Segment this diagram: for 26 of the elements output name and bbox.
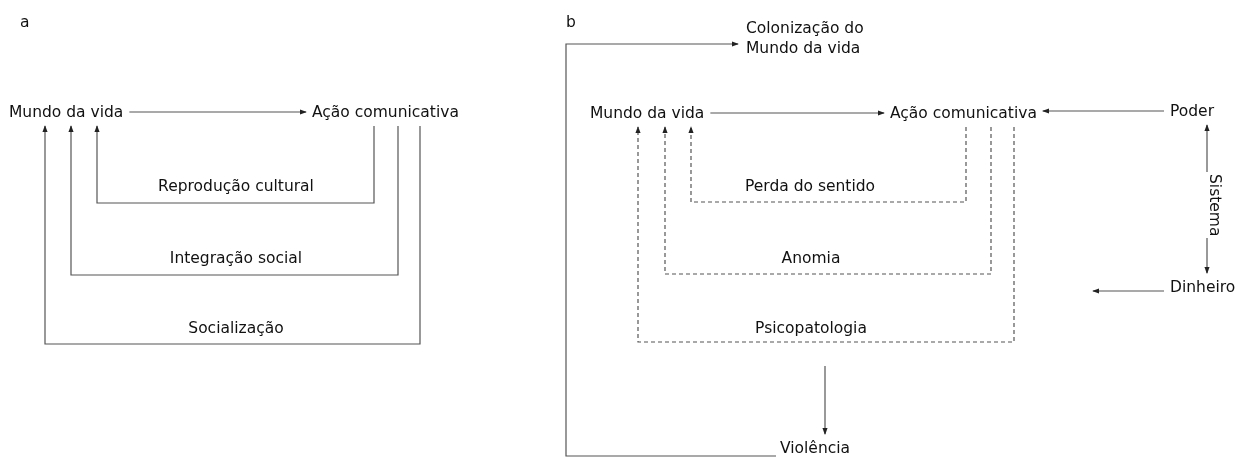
- arrow: [68, 125, 399, 276]
- edge-label: Psicopatologia: [753, 319, 869, 337]
- panel-label: b: [566, 12, 576, 32]
- edge-label: Reprodução cultural: [156, 177, 316, 195]
- arrow: [709, 110, 885, 116]
- node-label: Ação comunicativa: [890, 103, 1037, 123]
- dashed-arrow: [688, 126, 967, 203]
- node-label: Ação comunicativa: [312, 102, 459, 122]
- node-label: Mundo da vida: [9, 102, 124, 122]
- arrow: [128, 109, 307, 115]
- dashed-arrow: [635, 126, 1015, 343]
- panel-label: a: [20, 12, 30, 32]
- node-label: Mundo da vida: [590, 103, 705, 123]
- arrow: [1042, 108, 1165, 114]
- arrow: [565, 41, 777, 457]
- edge-label: Socialização: [186, 319, 286, 337]
- arrow: [822, 365, 828, 435]
- node-label: Violência: [780, 438, 851, 457]
- edge-label: Sistema: [1206, 171, 1224, 239]
- node-label: Dinheiro: [1170, 277, 1236, 297]
- arrow: [1092, 288, 1165, 294]
- dashed-arrow: [662, 126, 992, 275]
- arrow: [42, 125, 421, 345]
- node-label: Colonização do Mundo da vida: [746, 18, 896, 58]
- arrow: [94, 125, 375, 204]
- node-label: Poder: [1170, 101, 1215, 121]
